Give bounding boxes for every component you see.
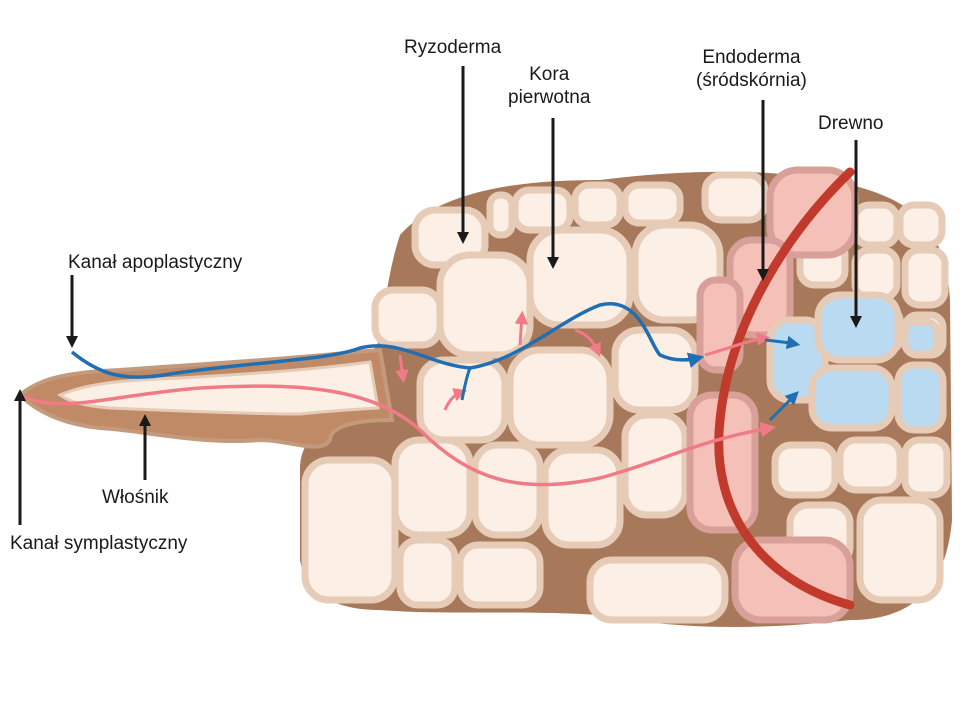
rhizodermis-cell [456, 541, 544, 609]
cortex-label: Kora pierwotna [508, 64, 591, 108]
apoplastic-branch [460, 367, 472, 401]
stele-cell [851, 246, 901, 302]
stele-cell [851, 201, 901, 249]
root-hair-label: Włośnik [102, 487, 169, 508]
stele-cell [771, 441, 839, 499]
stele-cell [896, 201, 946, 249]
cortex-cell [621, 411, 689, 519]
apoplastic-branch [768, 391, 799, 422]
casparian-strip [714, 167, 855, 610]
apoplastic-path [70, 301, 705, 379]
cortex-cell [391, 436, 474, 539]
rhizodermis-cell [396, 536, 459, 609]
xylem-vessel [814, 291, 902, 364]
rhizodermis-cell [486, 191, 516, 239]
cortex-cells [301, 171, 951, 624]
symplastic-branch [443, 388, 468, 411]
xylem-vessel [808, 364, 896, 432]
rhizodermis-label: Ryzoderma [404, 37, 502, 58]
rhizodermis-cell [571, 181, 624, 229]
rhizodermis-cell [371, 286, 444, 349]
stele-cell [901, 246, 949, 309]
rhizodermis-cell [701, 171, 769, 224]
cortex-cell [436, 251, 534, 359]
symplastic-branch [395, 354, 409, 384]
stele-cell [836, 436, 904, 494]
cortex-cell [506, 346, 614, 449]
xylem-vessel [901, 318, 941, 358]
symplastic-label: Kanał symplastyczny [10, 533, 188, 554]
stele-cell [856, 496, 944, 604]
cortex-cell [541, 446, 624, 549]
cortex-cell [586, 556, 729, 624]
rhizodermis-cell [621, 181, 684, 227]
endodermis-label: Endoderma (śródskórnia) [696, 47, 807, 91]
apoplastic-branch [764, 335, 801, 350]
stele-cell [901, 436, 951, 499]
apoplastic-label: Kanał apoplastyczny [68, 252, 243, 273]
xylem-vessel [894, 361, 947, 434]
cortex-cell [611, 326, 699, 414]
rhizodermis-cell [301, 456, 399, 604]
rhizodermis-cell [511, 186, 574, 234]
symplastic-branch [704, 332, 771, 357]
xylem-label: Drewno [818, 113, 884, 134]
cortex-cell [471, 441, 544, 539]
symplastic-path [19, 384, 777, 487]
symplastic-branch [514, 310, 529, 346]
cortex-cell [526, 226, 634, 329]
symplastic-branch [574, 328, 602, 357]
